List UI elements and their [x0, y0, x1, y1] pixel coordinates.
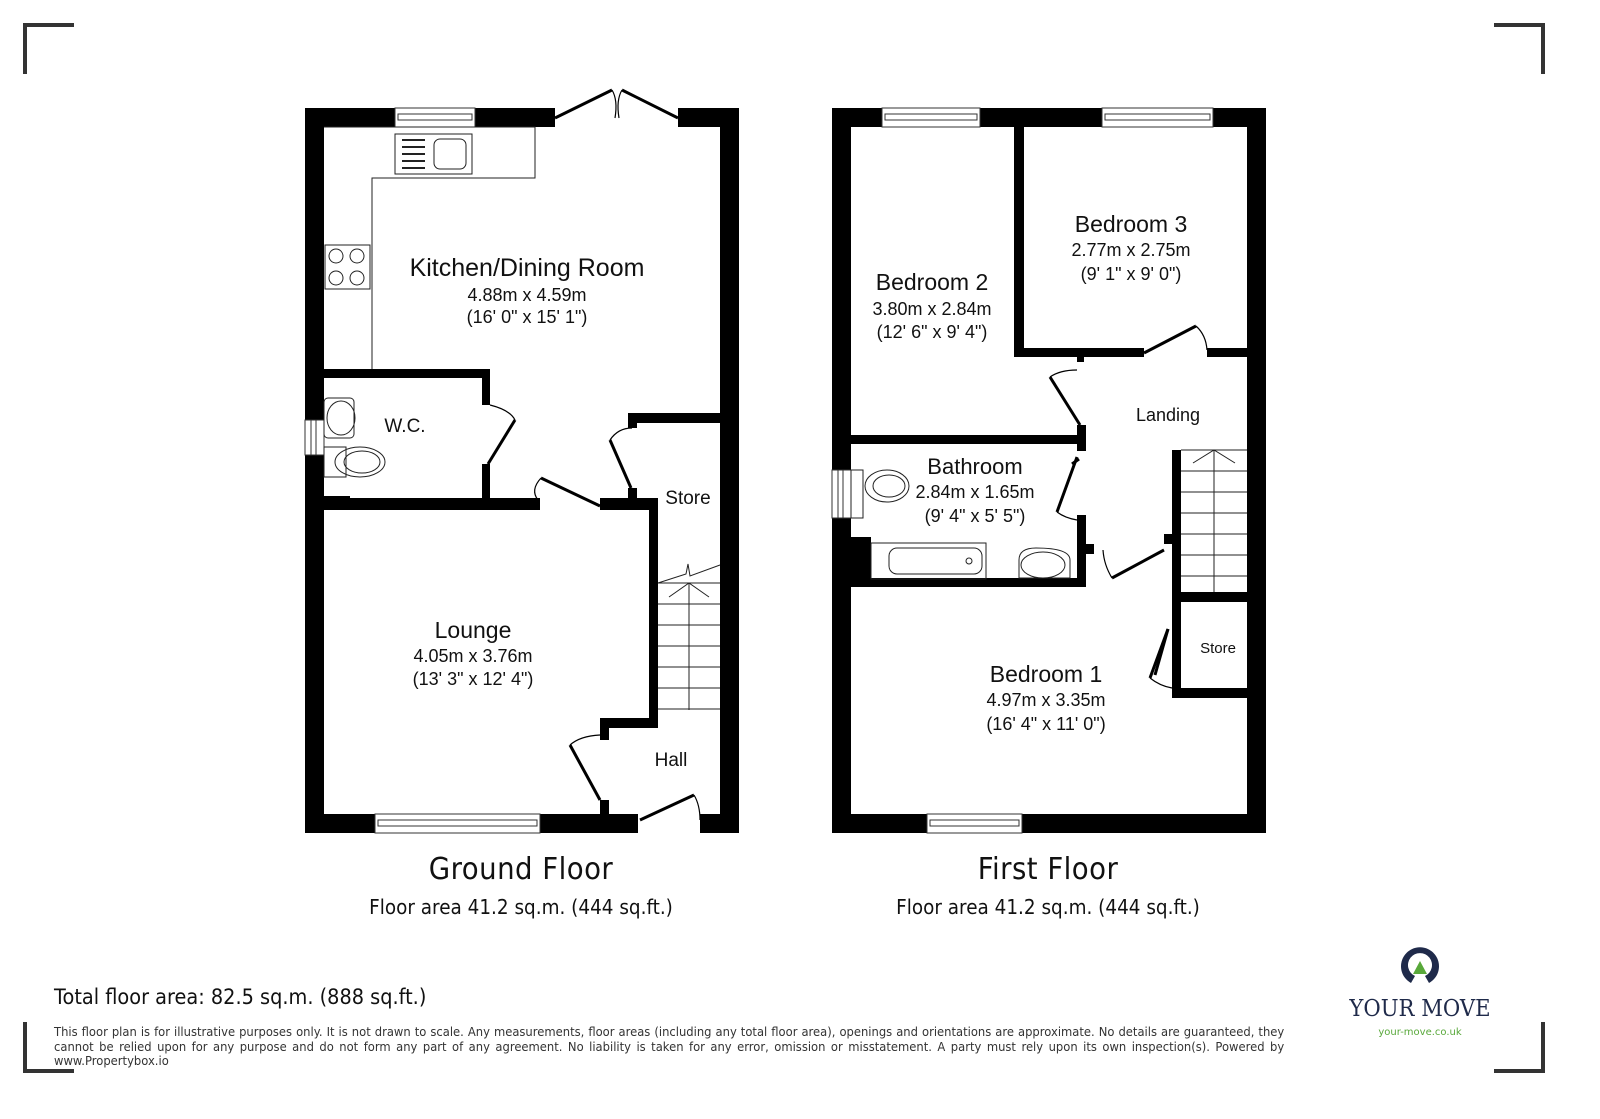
your-move-logo: YOUR MOVE your-move.co.uk	[1340, 940, 1500, 1038]
room-name: Bedroom 3	[1075, 211, 1188, 237]
crop-mark-top-left	[23, 23, 74, 74]
room-dimensions-metric: 2.84m x 1.65m	[915, 482, 1034, 502]
first-floor-plan: Bedroom 2 3.80m x 2.84m (12' 6" x 9' 4")…	[831, 107, 1266, 834]
ground-floor-title: Ground Floor	[428, 852, 614, 887]
ground-floor-room-labels: Kitchen/Dining Room 4.88m x 4.59m (16' 0…	[384, 254, 710, 771]
room-name: Store	[665, 488, 710, 509]
ground-floor-plan: Kitchen/Dining Room 4.88m x 4.59m (16' 0…	[304, 88, 739, 834]
first-floor-windows	[831, 107, 1214, 834]
room-name: W.C.	[384, 416, 425, 437]
bathroom-fittings	[850, 469, 1071, 580]
room-name: Landing	[1136, 405, 1200, 425]
room-dimensions-imperial: (16' 4" x 11' 0")	[986, 714, 1105, 734]
room-name: Bathroom	[927, 454, 1022, 479]
total-floor-area: Total floor area: 82.5 sq.m. (888 sq.ft.…	[54, 985, 427, 1009]
room-dimensions-metric: 4.05m x 3.76m	[413, 646, 532, 666]
room-name: Kitchen/Dining Room	[410, 254, 645, 282]
first-floor-area: Floor area 41.2 sq.m. (444 sq.ft.)	[896, 895, 1200, 919]
room-dimensions-imperial: (9' 4" x 5' 5")	[925, 506, 1026, 526]
ground-floor-walls	[305, 108, 739, 833]
room-name: Store	[1200, 640, 1236, 657]
room-dimensions-metric: 2.77m x 2.75m	[1071, 240, 1190, 260]
logo-website: your-move.co.uk	[1378, 1027, 1462, 1038]
room-dimensions-imperial: (12' 6" x 9' 4")	[877, 322, 988, 342]
crop-mark-top-right	[1494, 23, 1545, 74]
room-name: Hall	[655, 750, 688, 771]
logo-brand-name: YOUR MOVE	[1349, 996, 1491, 1022]
crop-mark-bottom-left	[23, 1022, 74, 1073]
kitchen-units	[324, 126, 536, 369]
room-name: Bedroom 2	[876, 269, 989, 295]
ground-floor-windows	[304, 107, 541, 834]
room-dimensions-imperial: (9' 1" x 9' 0")	[1081, 264, 1182, 284]
room-name: Bedroom 1	[990, 661, 1103, 687]
first-floor-title: First Floor	[977, 852, 1119, 887]
room-dimensions-metric: 3.80m x 2.84m	[872, 299, 991, 319]
disclaimer-text: This floor plan is for illustrative purp…	[54, 1024, 1285, 1069]
room-dimensions-imperial: (16' 0" x 15' 1")	[467, 307, 588, 327]
first-floor-doors	[1048, 324, 1208, 689]
ground-floor-stairs	[657, 563, 721, 710]
ground-floor-doors	[486, 88, 701, 822]
room-dimensions-metric: 4.97m x 3.35m	[986, 690, 1105, 710]
first-floor-stairs	[1181, 449, 1247, 592]
room-name: Lounge	[435, 617, 512, 643]
logo-mark-icon	[1401, 947, 1439, 983]
crop-mark-bottom-right	[1494, 1022, 1545, 1073]
ground-floor-area: Floor area 41.2 sq.m. (444 sq.ft.)	[369, 895, 673, 919]
wc-fittings	[323, 397, 386, 478]
first-floor-room-labels: Bedroom 2 3.80m x 2.84m (12' 6" x 9' 4")…	[872, 211, 1235, 734]
room-dimensions-imperial: (13' 3" x 12' 4")	[413, 669, 534, 689]
room-dimensions-metric: 4.88m x 4.59m	[467, 285, 586, 305]
